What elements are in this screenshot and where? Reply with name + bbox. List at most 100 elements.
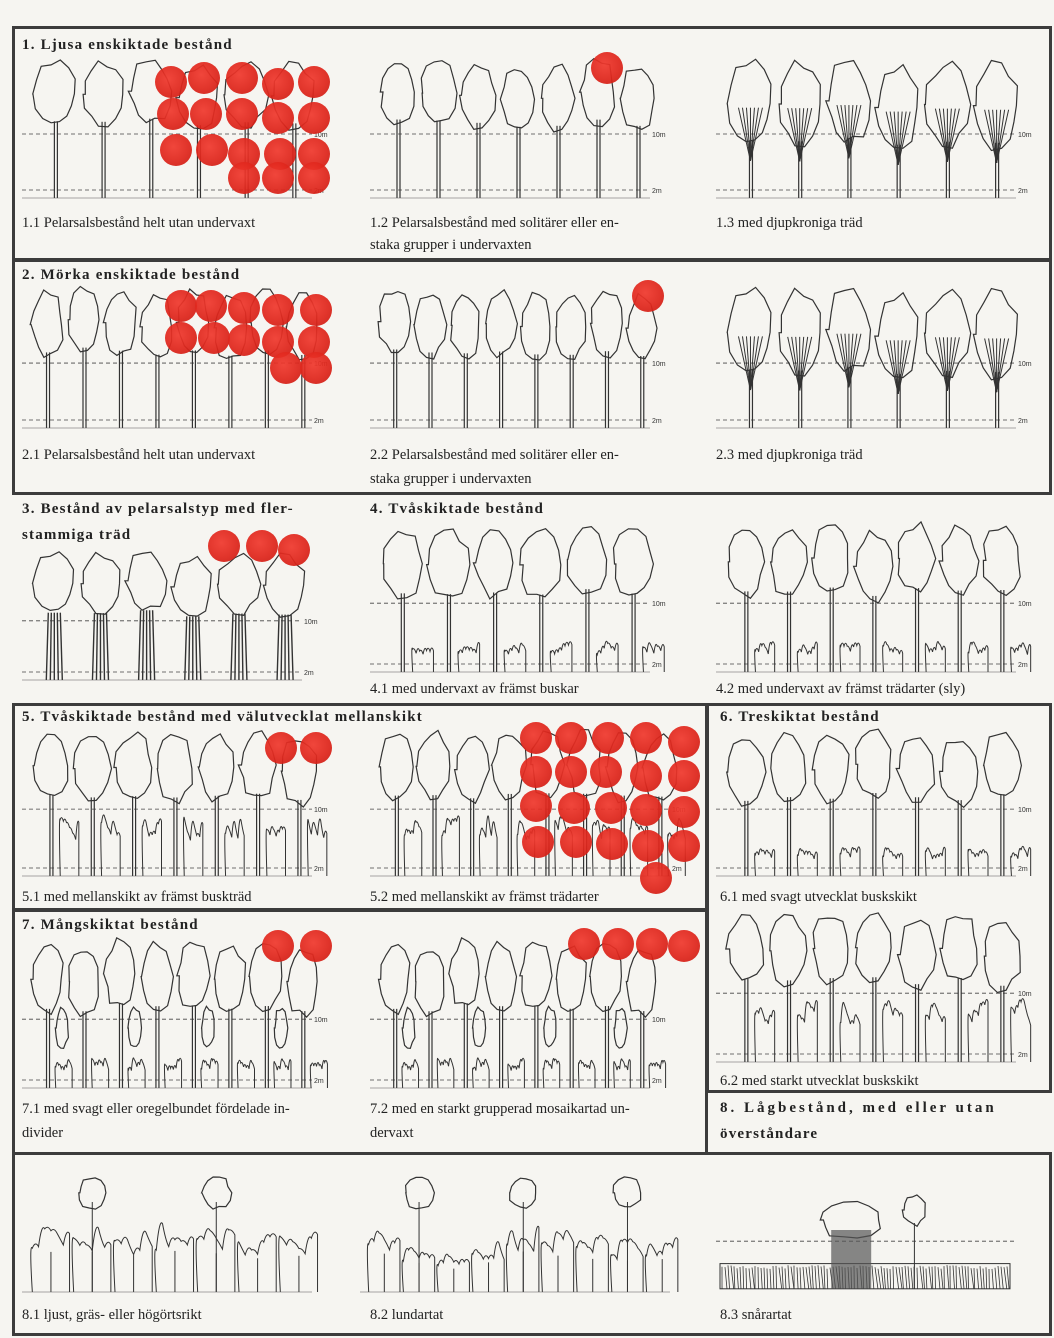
red-dot (228, 162, 260, 194)
red-dot (668, 930, 700, 962)
red-dot (298, 162, 330, 194)
section-6-title: 6. Treskiktat bestånd (720, 704, 880, 730)
caption-2-2-line2: staka grupper i undervaxten (370, 468, 531, 490)
red-dot (278, 534, 310, 566)
red-dot (157, 98, 189, 130)
height-label-2m: 2m (1018, 866, 1028, 873)
red-dot (560, 826, 592, 858)
red-dot (300, 352, 332, 384)
red-dot (590, 756, 622, 788)
red-dot (226, 62, 258, 94)
red-dot (520, 756, 552, 788)
diagram-8-1 (22, 1160, 332, 1300)
red-dot (160, 134, 192, 166)
caption-4-1: 4.1 med undervaxt av främst buskar (370, 678, 579, 700)
height-label-2m: 2m (1018, 418, 1028, 425)
red-dot (595, 792, 627, 824)
caption-1-1: 1.1 Pelarsalsbestånd helt utan undervaxt (22, 212, 255, 234)
section-7-title: 7. Mångskiktat bestånd (22, 912, 199, 938)
diagram-7-2: 10m 2m (370, 936, 670, 1096)
height-label-10m: 10m (1018, 132, 1032, 139)
caption-2-1: 2.1 Pelarsalsbestånd helt utan undervaxt (22, 444, 255, 466)
height-label-10m: 10m (652, 1017, 666, 1024)
diagram-3: 10m 2m (22, 548, 322, 688)
red-dot (262, 930, 294, 962)
red-dot (668, 796, 700, 828)
height-label-2m: 2m (314, 1078, 324, 1085)
height-label-10m: 10m (304, 619, 318, 626)
red-dot (262, 162, 294, 194)
red-dot (196, 134, 228, 166)
red-dot (555, 756, 587, 788)
caption-7-2-line1: 7.2 med en starkt grupperad mosaikartad … (370, 1098, 630, 1120)
caption-5-1: 5.1 med mellanskikt av främst buskträd (22, 886, 252, 908)
red-dot (300, 930, 332, 962)
caption-6-2: 6.2 med starkt utvecklat buskskikt (720, 1070, 919, 1092)
red-dot (520, 790, 552, 822)
red-dot (190, 98, 222, 130)
red-dot (630, 760, 662, 792)
red-dot (596, 828, 628, 860)
red-dot (198, 322, 230, 354)
height-label-10m: 10m (652, 601, 666, 608)
section-8-title-line2: överståndare (720, 1121, 818, 1147)
red-dot (298, 66, 330, 98)
red-dot (262, 68, 294, 100)
height-label-10m: 10m (1018, 807, 1032, 814)
red-dot (668, 830, 700, 862)
caption-7-2-line2: dervaxt (370, 1122, 413, 1144)
red-dot (592, 722, 624, 754)
caption-2-3: 2.3 med djupkroniga träd (716, 444, 863, 466)
section-4-title: 4. Tvåskiktade bestånd (370, 496, 544, 522)
section-3-title-line2: stammiga träd (22, 522, 131, 548)
red-dot (228, 324, 260, 356)
height-label-2m: 2m (652, 1078, 662, 1085)
height-label-10m: 10m (652, 361, 666, 368)
red-dot (522, 826, 554, 858)
caption-1-2-line2: staka grupper i undervaxten (370, 234, 531, 256)
red-dot (270, 352, 302, 384)
caption-1-2-line1: 1.2 Pelarsalsbestånd med solitärer eller… (370, 212, 619, 234)
caption-4-2: 4.2 med undervaxt av främst trädarter (s… (716, 678, 965, 700)
red-dot (228, 292, 260, 324)
height-label-2m: 2m (314, 418, 324, 425)
height-label-2m: 2m (314, 866, 324, 873)
height-label-2m: 2m (304, 670, 314, 677)
red-dot (555, 722, 587, 754)
caption-5-2: 5.2 med mellanskikt av främst trädarter (370, 886, 599, 908)
caption-8-1: 8.1 ljust, gräs- eller högörtsrikt (22, 1304, 202, 1326)
diagram-8-2 (360, 1160, 690, 1300)
red-dot (602, 928, 634, 960)
red-dot (632, 280, 664, 312)
height-label-2m: 2m (652, 662, 662, 669)
section-3-title-line1: 3. Bestånd av pelarsalstyp med fler- (22, 496, 294, 522)
height-label-10m: 10m (1018, 601, 1032, 608)
red-dot (265, 732, 297, 764)
red-dot (636, 928, 668, 960)
red-dot (668, 760, 700, 792)
red-dot (300, 294, 332, 326)
red-dot (668, 726, 700, 758)
red-dot (262, 294, 294, 326)
red-dot (195, 290, 227, 322)
caption-8-3: 8.3 snårartat (720, 1304, 792, 1326)
red-dot (165, 290, 197, 322)
red-dot (640, 862, 672, 894)
section-1-title: 1. Ljusa enskiktade bestånd (22, 32, 233, 58)
red-dot (568, 928, 600, 960)
caption-6-1: 6.1 med svagt utvecklat buskskikt (720, 886, 917, 908)
height-label-2m: 2m (1018, 188, 1028, 195)
height-label-10m: 10m (1018, 991, 1032, 998)
height-label-10m: 10m (652, 132, 666, 139)
diagram-4-1: 10m 2m (370, 520, 670, 680)
height-label-2m: 2m (672, 866, 682, 873)
red-dot (558, 792, 590, 824)
diagram-1-3: 10m 2m (716, 56, 1036, 206)
caption-7-1-line2: divider (22, 1122, 63, 1144)
red-dot (630, 794, 662, 826)
red-dot (520, 722, 552, 754)
